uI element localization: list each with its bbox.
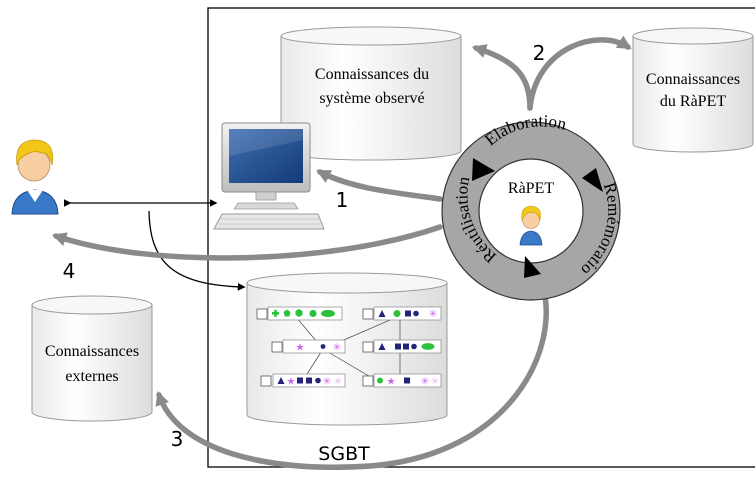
svg-text:✳: ✳: [431, 377, 439, 388]
arrow-label-4: 4: [63, 259, 76, 283]
cycle-arrowhead-icon: [472, 158, 495, 181]
svg-text:✳: ✳: [323, 377, 331, 388]
svg-text:★: ★: [296, 343, 305, 354]
trace-row: [362, 339, 442, 354]
svg-text:✳: ✳: [429, 309, 437, 320]
rapet-agent-icon: [519, 205, 543, 246]
svg-text:✳: ✳: [334, 377, 342, 388]
process-arrows: [51, 35, 632, 470]
arrow-2-to-observed-knowledge: [471, 44, 533, 111]
trace-collection-arrow: [148, 210, 246, 291]
svg-text:★: ★: [387, 377, 396, 388]
rapet-center-label: RàPET: [508, 180, 554, 197]
observed-store-label-line2: système observé: [319, 90, 424, 107]
observed-system-knowledge-store: Connaissances du système observé: [280, 26, 462, 161]
cycle-arrowhead-icon: [582, 168, 603, 192]
rapet-cycle-disk: Elaboration Remémoratio Réutilisation Rà…: [441, 111, 623, 301]
system-boundary: [207, 7, 755, 468]
arrow-label-3: 3: [171, 427, 184, 451]
arrow-label-1: 1: [336, 188, 349, 212]
svg-text:✳: ✳: [333, 343, 341, 354]
observed-store-label-line1: Connaissances du: [315, 66, 429, 83]
svg-text:★: ★: [287, 377, 296, 388]
rapet-store-label-line2: du RàPET: [660, 93, 726, 110]
cycle-arrowhead-icon: [524, 256, 541, 278]
sgbt-label: SGBT: [318, 443, 370, 465]
arrow-2-to-rapet-knowledge: [527, 35, 632, 111]
arrow-3-to-external-knowledge: [155, 284, 549, 470]
trace-row: ✳: [362, 306, 442, 321]
trace-row: ★ ✳ ✳: [260, 373, 346, 388]
user-avatar-icon: [11, 139, 59, 215]
trace-row: ★ ✳: [271, 339, 346, 354]
external-store-label-line2: externes: [65, 368, 118, 385]
arrow-1-to-computer: [316, 169, 443, 202]
trace-row: [256, 306, 343, 321]
trace-row: ★ ✳ ✳: [362, 373, 442, 388]
rapet-store-label-line1: Connaissances: [646, 71, 740, 88]
svg-text:✳: ✳: [421, 377, 429, 388]
external-knowledge-store: Connaissances externes: [31, 295, 153, 422]
arrow-label-2: 2: [533, 41, 546, 65]
external-store-label-line1: Connaissances: [45, 343, 139, 360]
arrow-4-to-user: [51, 224, 443, 261]
sgbt-database: SGBT ✳: [246, 272, 448, 465]
rapet-knowledge-store: Connaissances du RàPET: [632, 27, 754, 153]
computer-icon: [213, 122, 325, 230]
